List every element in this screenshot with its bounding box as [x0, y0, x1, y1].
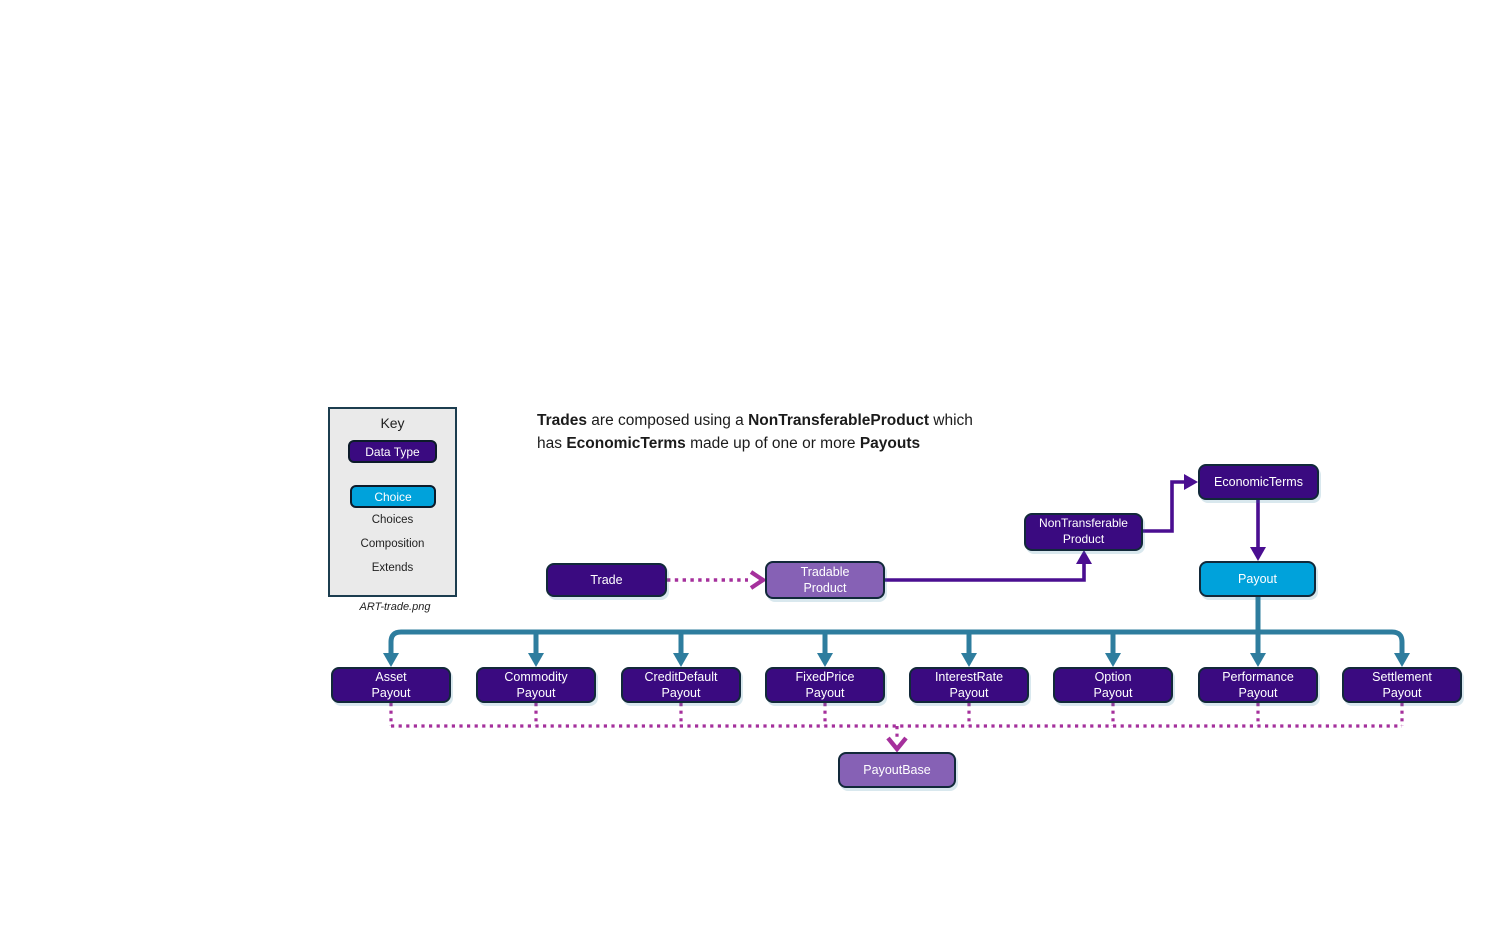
node-creditdefault-payout-line1: CreditDefault	[644, 669, 718, 684]
diagram-filename-caption: ART-trade.png	[359, 601, 431, 613]
node-settlement-payout-line1: Settlement	[1372, 669, 1432, 684]
node-trade-label: Trade	[590, 572, 623, 587]
heading-bold-economicterms: EconomicTerms	[566, 435, 686, 452]
node-settlement-payout: Settlement Payout	[1342, 667, 1462, 703]
key-extends-label: Extends	[371, 562, 414, 574]
heading-line-1: Trades are composed using a NonTransfera…	[537, 409, 1097, 432]
node-creditdefault-payout: CreditDefault Payout	[621, 667, 741, 703]
node-payout: Payout	[1199, 561, 1316, 597]
node-payout-base: PayoutBase	[838, 752, 956, 788]
node-option-payout-line1: Option	[1094, 669, 1132, 684]
key-data-type-swatch: Data Type	[348, 440, 437, 463]
key-choices-label: Choices	[371, 514, 414, 526]
key-composition-label: Composition	[360, 538, 425, 550]
node-interestrate-payout-line1: InterestRate	[934, 669, 1004, 684]
heading-bold-payouts: Payouts	[859, 435, 921, 452]
arrow-economicterms-to-payout	[1250, 500, 1266, 561]
choices-distribution	[383, 597, 1410, 667]
node-asset-payout: Asset Payout	[331, 667, 451, 703]
node-economic-terms: EconomicTerms	[1198, 464, 1319, 500]
node-non-transferable-product: NonTransferable Product	[1024, 513, 1143, 551]
node-performance-payout-line2: Payout	[1238, 686, 1278, 700]
node-tradable-product: Tradable Product	[765, 561, 885, 599]
node-non-transferable-product-label-line2: Product	[1062, 532, 1105, 546]
heading-text: has	[537, 435, 567, 452]
node-tradable-product-label-line1: Tradable	[800, 564, 850, 579]
node-non-transferable-product-label-line1: NonTransferable	[1039, 516, 1128, 531]
heading-line-2: has EconomicTerms made up of one or more…	[537, 432, 1097, 455]
node-payout-label: Payout	[1238, 571, 1277, 586]
node-fixedprice-payout-line1: FixedPrice	[795, 669, 855, 684]
extends-to-payoutbase	[389, 703, 1404, 753]
node-performance-payout-line1: Performance	[1222, 669, 1294, 684]
node-fixedprice-payout: FixedPrice Payout	[765, 667, 885, 703]
key-title: Key	[380, 415, 405, 431]
node-payout-base-label: PayoutBase	[863, 762, 931, 777]
heading-text: made up of one or more	[685, 435, 860, 452]
node-asset-payout-line1: Asset	[375, 669, 407, 684]
heading-bold-nontransferableproduct: NonTransferableProduct	[748, 412, 929, 429]
node-interestrate-payout-line2: Payout	[949, 686, 989, 700]
node-fixedprice-payout-line2: Payout	[805, 686, 845, 700]
node-tradable-product-label-line2: Product	[803, 581, 847, 595]
heading-text: which	[928, 412, 973, 429]
heading-bold-trades: Trades	[537, 412, 587, 429]
node-commodity-payout: Commodity Payout	[476, 667, 596, 703]
node-creditdefault-payout-line2: Payout	[661, 686, 701, 700]
node-settlement-payout-line2: Payout	[1382, 686, 1422, 700]
key-panel: Key Data Type Choice Choices Composition…	[328, 407, 457, 597]
node-commodity-payout-line2: Payout	[516, 686, 556, 700]
diagram-heading: Trades are composed using a NonTransfera…	[537, 409, 1097, 455]
heading-text: are composed using a	[586, 412, 749, 429]
node-asset-payout-line2: Payout	[371, 686, 411, 700]
node-interestrate-payout: InterestRate Payout	[909, 667, 1029, 703]
node-option-payout: Option Payout	[1053, 667, 1173, 703]
key-choice-swatch: Choice	[350, 485, 436, 508]
node-commodity-payout-line1: Commodity	[504, 669, 568, 684]
node-trade: Trade	[546, 563, 667, 597]
node-option-payout-line2: Payout	[1093, 686, 1133, 700]
node-economic-terms-label: EconomicTerms	[1214, 474, 1303, 489]
arrow-nontransferable-to-economicterms	[1143, 474, 1198, 533]
node-performance-payout: Performance Payout	[1198, 667, 1318, 703]
arrow-trade-to-tradable	[667, 570, 767, 590]
arrow-tradable-to-nontransferable	[885, 550, 1092, 582]
